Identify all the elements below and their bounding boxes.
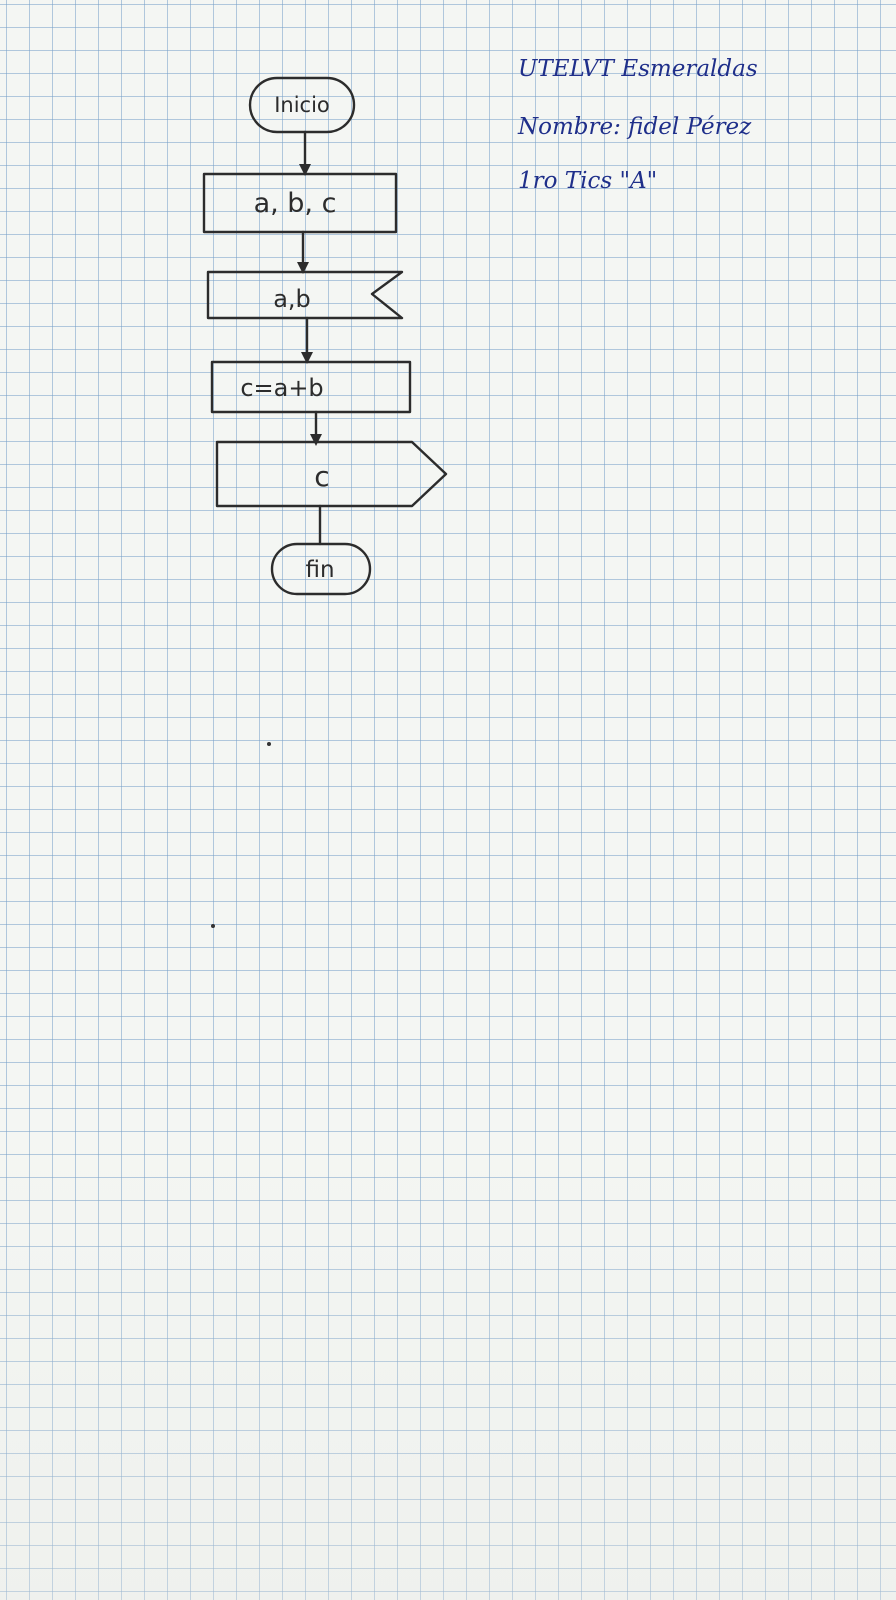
header-course: 1ro Tics "A" bbox=[518, 168, 658, 194]
declare-box bbox=[202, 172, 398, 234]
pencil-mark bbox=[267, 742, 271, 746]
end-terminator bbox=[270, 542, 372, 596]
input-shape bbox=[206, 270, 404, 320]
declare-label: a, b, c bbox=[254, 188, 337, 219]
start-terminator bbox=[248, 76, 356, 134]
header-institution: UTELVT Esmeraldas bbox=[518, 56, 758, 82]
end-label: fin bbox=[305, 557, 334, 583]
input-label: a,b bbox=[273, 285, 311, 313]
output-label: c bbox=[314, 460, 329, 493]
output-shape bbox=[215, 440, 448, 508]
pencil-mark bbox=[211, 924, 215, 928]
start-label: Inicio bbox=[274, 93, 330, 117]
process-label: c=a+b bbox=[240, 374, 323, 402]
process-box bbox=[210, 360, 412, 414]
header-student-name: Nombre: fidel Pérez bbox=[518, 114, 752, 140]
